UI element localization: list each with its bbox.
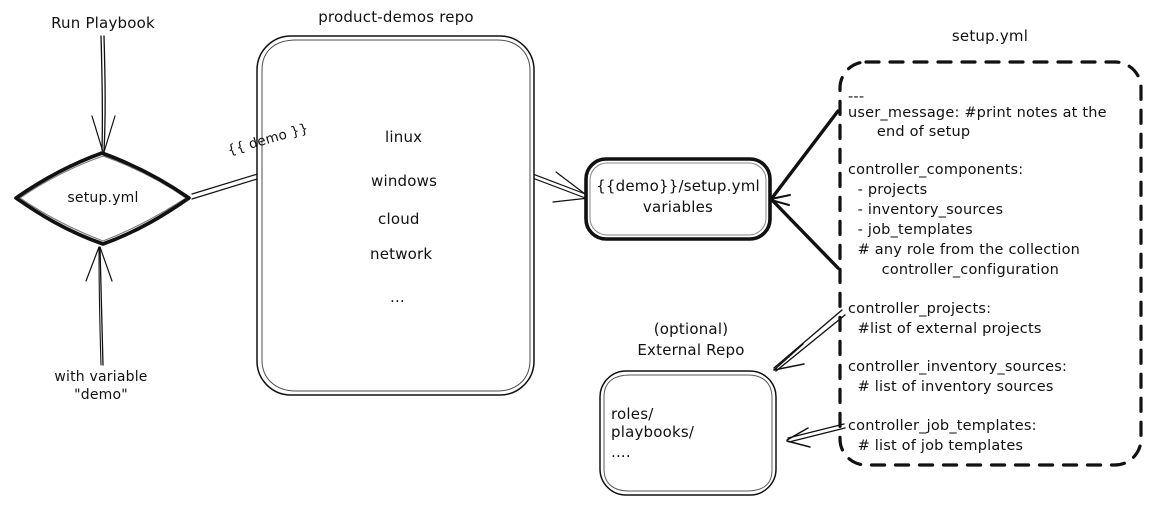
- setup-yml-line-controller-inventory-sources: controller_inventory_sources:: [848, 359, 1068, 375]
- setup-yml-line-any-role: # any role from the collection: [848, 242, 1081, 258]
- container-external-repo: [599, 370, 777, 496]
- repo-title: product-demos repo: [318, 8, 474, 26]
- variables-node-line2: variables: [642, 198, 714, 216]
- variables-node-line1: {{demo}}/setup.yml: [596, 177, 760, 195]
- repo-item-linux: linux: [385, 128, 423, 146]
- with-variable-label-line2: "demo": [74, 387, 128, 403]
- setup-yml-line-user-message-cont: end of setup: [848, 124, 971, 140]
- arrow-with-variable: [85, 246, 113, 366]
- setup-yml-line-list-inventory-sources: # list of inventory sources: [848, 379, 1054, 395]
- external-repo-item-roles: roles/: [611, 405, 654, 423]
- setup-yml-line-list-external-projects: #list of external projects: [848, 321, 1042, 337]
- repo-item-cloud: cloud: [378, 210, 420, 228]
- external-repo-item-playbooks: playbooks/: [611, 423, 695, 441]
- setup-yml-line-controller-job-templates: controller_job_templates:: [848, 418, 1037, 434]
- arrow-run-playbook: [91, 35, 116, 153]
- setup-yml-line-controller-projects: controller_projects:: [848, 301, 992, 317]
- setup-yml-title: setup.yml: [951, 27, 1029, 45]
- setup-yml-line-inventory-sources: - inventory_sources: [848, 202, 1004, 218]
- node-setup-yml-diamond: [14, 151, 191, 246]
- repo-item-ellipsis: ...: [390, 288, 405, 306]
- repo-item-network: network: [370, 245, 433, 263]
- external-repo-caption-line2: External Repo: [637, 341, 745, 359]
- setup-yml-line-user-message: user_message: #print notes at the: [848, 105, 1107, 121]
- external-repo-caption-line1: (optional): [653, 320, 729, 338]
- repo-item-windows: windows: [371, 172, 438, 190]
- setup-yml-line-controller-components: controller_components:: [848, 162, 1024, 178]
- container-setup-yml-dashed: [838, 60, 1143, 467]
- setup-yml-line-controller-configuration: controller_configuration: [848, 262, 1060, 278]
- run-playbook-label: Run Playbook: [51, 14, 155, 32]
- setup-yml-line-doc-start: ---: [848, 89, 865, 105]
- node-demo-setup-variables: [584, 157, 772, 241]
- arrow-job-templates-to-external-repo: [786, 423, 846, 448]
- arrow-setupyml-to-variables: [770, 109, 840, 270]
- arrow-projects-to-external-repo: [773, 309, 846, 372]
- setup-yml-line-list-job-templates: # list of job templates: [848, 438, 1024, 454]
- container-product-demos-repo: [256, 35, 535, 396]
- setup-yml-line-job-templates: - job_templates: [848, 222, 973, 238]
- with-variable-label-line1: with variable: [54, 369, 148, 385]
- start-node-label: setup.yml: [67, 190, 139, 206]
- external-repo-item-ellipsis: ....: [611, 443, 631, 461]
- setup-yml-line-projects: - projects: [848, 182, 928, 198]
